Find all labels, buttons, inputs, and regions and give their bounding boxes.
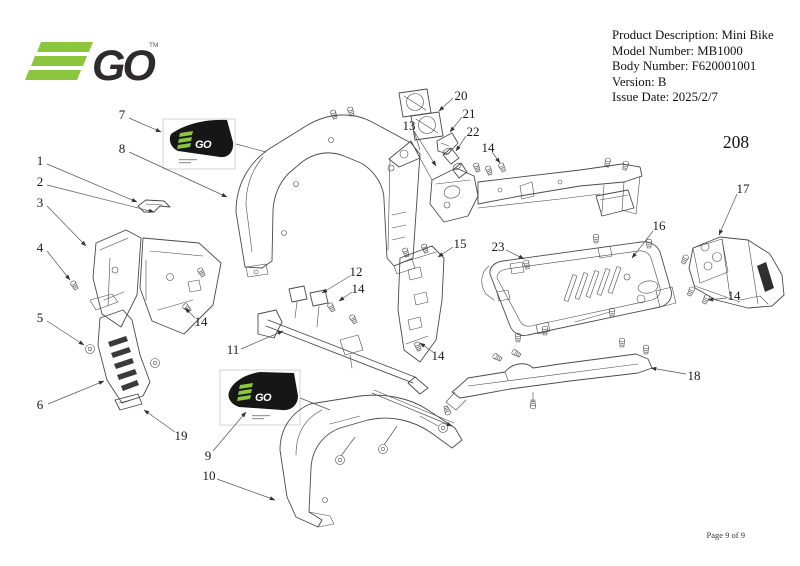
body-number: Body Number: F620001001	[612, 59, 757, 74]
callout-leader-1	[46, 163, 138, 203]
part-15-bracket-drawing	[397, 245, 445, 363]
callout-10: 10	[203, 468, 216, 483]
callout-3: 3	[37, 195, 44, 210]
callout-15: 15	[454, 236, 467, 251]
model-number: Model Number: MB1000	[612, 43, 743, 58]
part-11-rail-drawing	[257, 285, 429, 395]
callout-9: 9	[205, 448, 212, 463]
ego-logo: GO TM	[25, 42, 158, 90]
callout-20: 20	[455, 88, 468, 103]
part-6-vent-panel-drawing	[85, 309, 160, 411]
callout-16: 16	[653, 218, 667, 233]
callout-leader-14	[184, 307, 196, 319]
logo-tm-text: TM	[149, 42, 158, 49]
callout-leader-14	[707, 297, 728, 302]
part-7-decal-drawing: GO	[162, 118, 236, 170]
callout-12: 12	[350, 264, 363, 279]
part-10-lower-fender-drawing	[279, 389, 463, 528]
part-1-trim-strip-drawing	[137, 199, 171, 213]
callout-23: 23	[492, 239, 505, 254]
part-18-skid-plate-drawing	[445, 353, 653, 411]
callout-leader-5	[46, 320, 85, 346]
part-21-bracket-drawing	[436, 132, 459, 155]
callout-2: 2	[37, 174, 44, 189]
part-9-decal-drawing: GO	[219, 369, 301, 426]
callout-21: 21	[463, 106, 476, 121]
callout-13: 13	[403, 118, 416, 133]
callout-leader-4	[46, 250, 71, 281]
callout-14: 14	[432, 348, 446, 363]
callout-leader-18	[650, 366, 687, 375]
callout-leader-11	[240, 330, 284, 350]
callout-5: 5	[37, 310, 44, 325]
issue-date: Issue Date: 2025/2/7	[612, 90, 718, 105]
callout-leader-12	[321, 275, 351, 294]
callout-leader-17	[718, 193, 738, 236]
callout-14: 14	[195, 314, 209, 329]
callout-1: 1	[37, 153, 44, 168]
connector-lines	[235, 130, 421, 411]
callout-14: 14	[482, 140, 496, 155]
callout-6: 6	[37, 397, 44, 412]
logo-e-bar-icon	[31, 56, 87, 66]
callout-leader-10	[216, 478, 276, 501]
callout-leader-3	[46, 205, 87, 247]
decal-go-text: GO	[195, 139, 212, 151]
callout-leader-20	[438, 97, 454, 112]
logo-e-bar-icon	[37, 42, 93, 52]
callout-22: 22	[467, 124, 480, 139]
version: Version: B	[612, 74, 667, 89]
callout-leader-14	[338, 291, 353, 302]
product-info-block: Product Description: Mini Bike Model Num…	[612, 28, 774, 106]
part-3-front-panels-drawing	[89, 229, 222, 335]
callout-8: 8	[119, 141, 126, 156]
part-17-rear-cover-drawing	[688, 236, 785, 309]
callout-leader-14	[491, 151, 501, 164]
callout-leader-15	[437, 246, 454, 258]
callout-leader-22	[455, 135, 467, 152]
callout-14: 14	[728, 288, 742, 303]
callout-leader-9	[212, 411, 247, 452]
part-13-mount-drawing	[388, 140, 433, 181]
part-20-plates-drawing	[398, 88, 444, 141]
product-description: Product Description: Mini Bike	[612, 28, 774, 42]
decal-go-text: GO	[255, 392, 272, 404]
callout-leader-7	[128, 117, 162, 133]
callout-leader-2	[46, 184, 155, 213]
callout-leader-14	[419, 342, 434, 353]
callout-leader-21	[449, 116, 463, 133]
callout-7: 7	[119, 107, 126, 122]
callout-leader-16	[631, 230, 654, 259]
sheet-number: 208	[722, 132, 750, 152]
callout-18: 18	[688, 368, 701, 383]
callout-leader-8	[128, 151, 228, 198]
part-8-front-fender-drawing	[235, 114, 421, 278]
callout-11: 11	[227, 342, 240, 357]
callout-17: 17	[737, 181, 751, 196]
callout-14: 14	[352, 281, 366, 296]
callout-19: 19	[175, 428, 188, 443]
page-indicator: Page 9 of 9	[706, 530, 745, 540]
callout-4: 4	[37, 240, 44, 255]
part-floor-plate-drawing	[481, 241, 677, 336]
callout-leader-23	[505, 249, 525, 260]
callout-leader-13	[413, 130, 437, 167]
logo-go-text: GO	[92, 42, 155, 90]
logo-e-bar-icon	[25, 70, 81, 80]
callout-layer: 1234567891011121314141414141516171819202…	[37, 88, 751, 501]
callout-leader-6	[47, 380, 105, 405]
callout-leader-19	[143, 409, 176, 433]
part-frame-beam-drawing	[429, 163, 643, 223]
